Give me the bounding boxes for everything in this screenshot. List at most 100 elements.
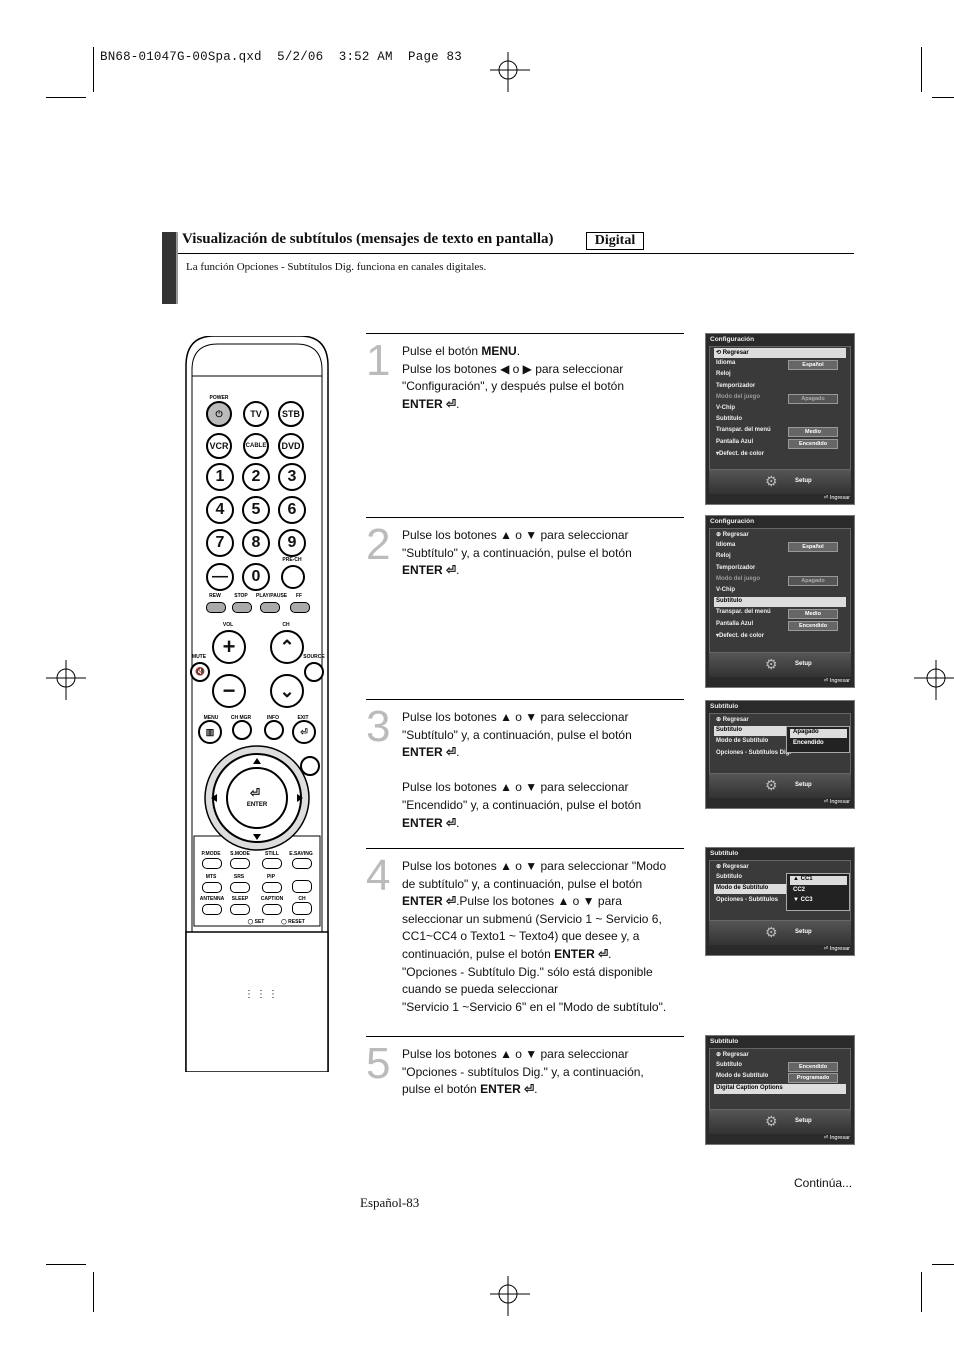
osd-menu-item[interactable]: Reloj: [716, 371, 731, 378]
osd-menu-item[interactable]: Opciones - Subtítulos Dig.: [716, 749, 791, 756]
osd-menu-item[interactable]: Modo del juego: [716, 575, 760, 582]
osd-menu-item[interactable]: Subtítulo: [716, 598, 742, 605]
pip-ch-up-button[interactable]: [292, 880, 312, 893]
volume-up-button[interactable]: +: [212, 630, 246, 664]
pip-button[interactable]: [262, 882, 282, 893]
esaving-button[interactable]: [292, 858, 312, 869]
volume-down-button[interactable]: −: [212, 674, 246, 708]
osd-menu-item[interactable]: Opciones - Subtítulos: [716, 896, 779, 903]
text-run: "Servicio 1 ~Servicio 6" en el "Modo de …: [402, 999, 667, 1014]
source-button[interactable]: [304, 662, 324, 682]
osd-menu-item[interactable]: Reloj: [716, 553, 731, 560]
info-button[interactable]: [264, 720, 284, 740]
antenna-button[interactable]: [202, 904, 222, 915]
osd-menu-item[interactable]: Subtítulo: [716, 1062, 742, 1069]
osd-popup-option[interactable]: Apagado: [790, 729, 847, 738]
osd-menu-item[interactable]: Subtítulo: [716, 416, 742, 423]
digit-5-button[interactable]: 5: [242, 496, 270, 524]
cable-button[interactable]: CABLE: [243, 433, 269, 459]
text-run: Pulse los botones ▲ o ▼ para seleccionar: [402, 780, 629, 795]
osd-menu-item[interactable]: Idioma: [716, 360, 736, 367]
sleep-label: SLEEP: [231, 896, 249, 902]
osd-menu-item[interactable]: Digital Caption Options: [716, 1084, 783, 1091]
ff-button[interactable]: [290, 602, 310, 613]
dvd-button[interactable]: DVD: [278, 433, 304, 459]
osd-menu-item[interactable]: Transpar. del menú: [716, 609, 771, 616]
still-button[interactable]: [262, 858, 282, 869]
file-slug: BN68-01047G-00Spa.qxd 5/2/06 3:52 AM Pag…: [100, 50, 462, 64]
pip-ch-down-button[interactable]: [292, 902, 312, 915]
digit-6-button[interactable]: 6: [278, 496, 306, 524]
text-run: cuando se pueda seleccionar: [402, 982, 559, 997]
osd-popup-option[interactable]: ▼ CC3: [793, 897, 813, 903]
osd-menu-item[interactable]: ⊕ Regresar: [716, 532, 749, 538]
stop-button[interactable]: [232, 602, 252, 613]
stb-button[interactable]: STB: [278, 401, 304, 427]
digit-2-button[interactable]: 2: [242, 463, 270, 491]
osd-menu-item[interactable]: Modo de Subtítulo: [716, 738, 769, 745]
step-line: Pulse el botón MENU.: [402, 343, 624, 361]
osd-menu-item[interactable]: V-Chip: [716, 405, 735, 411]
pmode-label: P.MODE: [201, 851, 221, 857]
channel-up-button[interactable]: ⌃: [270, 630, 304, 664]
osd-menu-item[interactable]: Subtítulo: [716, 727, 742, 734]
osd-popup-option[interactable]: ▲ CC1: [790, 876, 847, 885]
osd-menu-item[interactable]: ▾Defect. de color: [716, 632, 765, 639]
srs-button[interactable]: [230, 882, 250, 893]
channel-down-button[interactable]: ⌄: [270, 674, 304, 708]
sleep-button[interactable]: [230, 904, 250, 915]
digit-4-button[interactable]: 4: [206, 496, 234, 524]
osd-menu-item[interactable]: ⟲ Regresar: [716, 350, 749, 356]
osd-menu-item[interactable]: Temporizador: [716, 382, 756, 389]
step-number: 4: [366, 851, 391, 900]
osd-menu-item[interactable]: Modo de Subtítulo: [716, 885, 769, 892]
play-pause-button[interactable]: [260, 602, 280, 613]
osd-menu-item[interactable]: Idioma: [716, 542, 736, 549]
osd-popup-option[interactable]: CC2: [793, 886, 806, 893]
ch-label: CH: [282, 622, 290, 628]
mute-button[interactable]: 🔇: [190, 662, 210, 682]
mts-button[interactable]: [202, 882, 222, 893]
osd-menu-item[interactable]: ⊕ Regresar: [716, 717, 749, 723]
digit-8-button[interactable]: 8: [242, 529, 270, 557]
text-run: .: [608, 946, 612, 961]
smode-button[interactable]: [230, 858, 250, 869]
exit-button[interactable]: ⏎: [292, 720, 316, 744]
osd-menu-item[interactable]: ⊕ Regresar: [716, 864, 749, 870]
menu-button[interactable]: ▥: [198, 720, 222, 744]
light-button[interactable]: [300, 756, 320, 776]
enter-button[interactable]: [227, 768, 287, 828]
tv-button[interactable]: TV: [243, 401, 269, 427]
osd-menu-item[interactable]: Transpar. del menú: [716, 427, 771, 434]
osd-footer: ⚙Setup: [709, 653, 851, 677]
osd-menu-item[interactable]: ▾Defect. de color: [716, 450, 765, 457]
osd-menu-item[interactable]: Subtítulo: [716, 874, 742, 881]
power-button[interactable]: ⏻: [206, 401, 232, 427]
digit-1-button[interactable]: 1: [206, 463, 234, 491]
osd-header: Configuración: [710, 518, 755, 525]
osd-menu-item[interactable]: Pantalla Azul: [716, 438, 754, 445]
digit-7-button[interactable]: 7: [206, 529, 234, 557]
osd-menu-item[interactable]: ⊕ Regresar: [716, 1052, 749, 1058]
digit-0-button[interactable]: 0: [242, 563, 270, 591]
pmode-button[interactable]: [202, 858, 222, 869]
caption-button[interactable]: [262, 904, 282, 915]
osd-popup-option[interactable]: Encendido: [793, 739, 824, 746]
osd-highlight: [714, 597, 846, 608]
digit-9-button[interactable]: 9: [278, 529, 306, 557]
osd-menu-item[interactable]: Pantalla Azul: [716, 620, 754, 627]
osd-menu-item[interactable]: Modo de Subtítulo: [716, 1073, 769, 1080]
osd-menu-item[interactable]: Modo del juego: [716, 393, 760, 400]
ch-mgr-button[interactable]: [232, 720, 252, 740]
vcr-button[interactable]: VCR: [206, 433, 232, 459]
prech-button[interactable]: [281, 565, 305, 589]
step-line: Pulse los botones ▲ o ▼ para seleccionar: [402, 709, 641, 727]
remote-body: [185, 336, 329, 1072]
remote-sensor: ⋮⋮⋮: [244, 989, 280, 1000]
osd-menu-item[interactable]: Temporizador: [716, 564, 756, 571]
rew-button[interactable]: [206, 602, 226, 613]
dash-button[interactable]: —: [206, 563, 234, 591]
key-name: ENTER ⏎: [402, 745, 457, 760]
osd-menu-item[interactable]: V-Chip: [716, 587, 735, 593]
digit-3-button[interactable]: 3: [278, 463, 306, 491]
